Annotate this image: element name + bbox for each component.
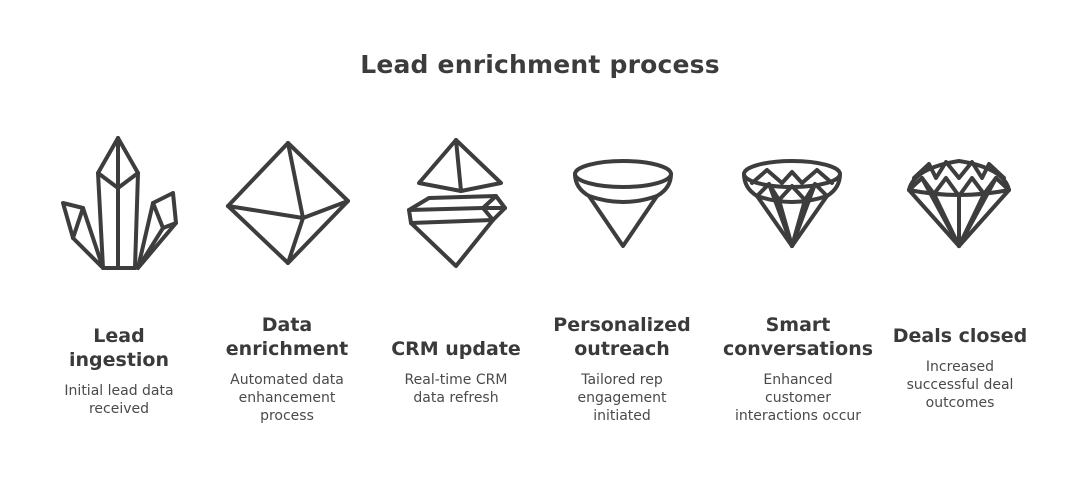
stage-lead-ingestion: Lead ingestion Initial lead data receive…	[39, 324, 199, 418]
crystal-cluster-icon	[43, 128, 193, 278]
stage-description: Tailored rep engagement initiated	[577, 371, 666, 425]
stage-description: Automated data enhancement process	[230, 371, 344, 425]
stage-title: Smart conversations	[723, 313, 873, 361]
simple-cut-gem-icon	[549, 128, 699, 278]
split-gem-icon	[381, 128, 531, 278]
octahedron-gem-icon	[213, 128, 363, 278]
faceted-gem-icon	[717, 128, 867, 278]
stage-desc-line: enhancement	[238, 390, 336, 406]
stage-desc-line: Increased	[925, 359, 995, 375]
stage-title-line: Smart	[765, 314, 831, 336]
stage-title: Lead ingestion	[69, 324, 169, 372]
stage-title: Deals closed	[893, 324, 1028, 348]
stage-desc-line: engagement	[577, 390, 667, 406]
stage-smart-conversations: Smart conversations Enhanced customer in…	[718, 313, 878, 425]
stage-title: CRM update	[391, 337, 521, 361]
stage-deals-closed: Deals closed Increased successful deal o…	[880, 324, 1040, 412]
stage-title: Data enrichment	[226, 313, 348, 361]
stage-crm-update: CRM update Real-time CRM data refresh	[376, 337, 536, 407]
stage-desc-line: data refresh	[413, 390, 499, 406]
stage-title-line: ingestion	[68, 349, 169, 371]
page-title: Lead enrichment process	[360, 50, 720, 79]
stage-title-line: Deals closed	[892, 325, 1028, 347]
stage-data-enrichment: Data enrichment Automated data enhanceme…	[207, 313, 367, 425]
stage-title-line: Lead	[93, 325, 145, 347]
stage-desc-line: outcomes	[925, 395, 995, 411]
stage-title-line: Data	[261, 314, 313, 336]
stage-desc-line: initiated	[593, 408, 651, 424]
stage-desc-line: received	[88, 401, 150, 417]
stage-description: Initial lead data received	[64, 382, 173, 418]
stage-title-line: Personalized	[553, 314, 691, 336]
stage-desc-line: Enhanced	[763, 372, 833, 388]
stage-desc-line: Tailored rep	[581, 372, 663, 388]
stage-desc-line: Initial lead data	[64, 383, 174, 399]
stage-title-line: enrichment	[225, 338, 349, 360]
stage-description: Enhanced customer interactions occur	[735, 371, 861, 425]
stage-title-line: CRM update	[391, 338, 521, 360]
stage-desc-line: Automated data	[230, 372, 344, 388]
brilliant-diamond-icon	[884, 128, 1034, 278]
stage-desc-line: successful deal	[906, 377, 1014, 393]
stage-title-line: outreach	[574, 338, 670, 360]
stage-title-line: conversations	[722, 338, 874, 360]
stage-desc-line: interactions occur	[734, 408, 862, 424]
stage-title: Personalized outreach	[553, 313, 690, 361]
stage-description: Increased successful deal outcomes	[907, 358, 1014, 412]
stage-desc-line: Real-time CRM	[404, 372, 508, 388]
stage-description: Real-time CRM data refresh	[405, 371, 508, 407]
stage-desc-line: process	[260, 408, 314, 424]
stage-personalized-outreach: Personalized outreach Tailored rep engag…	[542, 313, 702, 425]
stage-desc-line: customer	[765, 390, 831, 406]
